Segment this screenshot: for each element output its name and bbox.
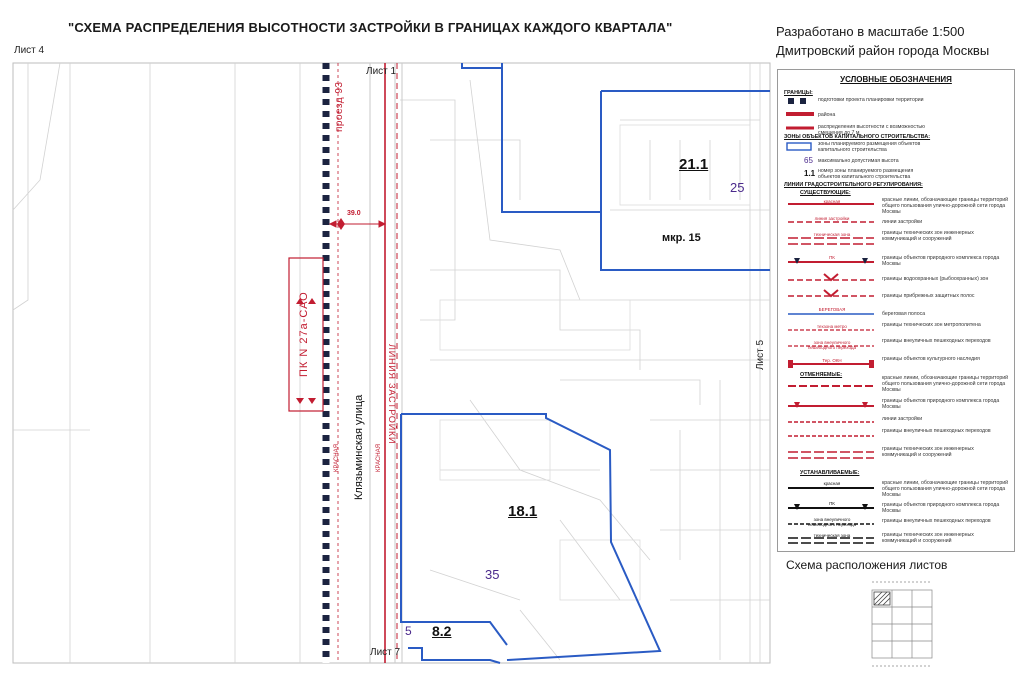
pk-ticks bbox=[296, 298, 316, 404]
zone-height-18-1: 35 bbox=[485, 567, 500, 582]
dimension-label: 39.0 bbox=[347, 210, 361, 217]
zone-height-21-1: 25 bbox=[730, 180, 745, 195]
building-footprints bbox=[439, 124, 751, 601]
legend-red-lines: красные линии, обозначающие границы терр… bbox=[882, 197, 1009, 215]
legend-section-existing: СУЩЕСТВУЮЩИЕ: bbox=[800, 190, 851, 196]
legend-symbols-established bbox=[788, 487, 874, 544]
zone-id-18-1: 18.1 bbox=[508, 503, 538, 520]
red-text-right: КРАСНАЯ bbox=[376, 444, 382, 472]
legend-tag-building: линия застройки bbox=[814, 216, 850, 221]
zone-id-8-2: 8.2 bbox=[432, 623, 452, 639]
sheet-layout-schema bbox=[871, 581, 933, 667]
red-text-left: КРАСНАЯ bbox=[334, 444, 340, 472]
legend-symbols-cancelled bbox=[788, 385, 874, 459]
pk-box bbox=[288, 257, 324, 412]
legend-section-zones: ЗОНЫ ОБЪЕКТОВ КАПИТАЛЬНОГО СТРОИТЕЛЬСТВА… bbox=[784, 134, 931, 140]
legend-symbols-borders bbox=[786, 98, 814, 130]
legend-symbol-zone bbox=[786, 142, 812, 151]
district-text: Дмитровский район города Москвы bbox=[776, 43, 990, 58]
street-label: Клязьминская улица bbox=[353, 394, 365, 500]
legend-zone-number: номер зоны планируемого размещения объек… bbox=[818, 168, 914, 180]
boundary-markers bbox=[337, 218, 345, 230]
legend-title: УСЛОВНЫЕ ОБОЗНАЧЕНИЯ bbox=[840, 75, 952, 84]
legend-height-distribution: распределения высотности с возможностью … bbox=[818, 124, 925, 136]
legend-nature: границы объектов природного комплекса го… bbox=[882, 255, 1000, 267]
zone-id-21-1: 21.1 bbox=[679, 156, 709, 173]
legend-metro: границы технических зон метрополитена bbox=[882, 322, 981, 328]
legend-cultural: границы объектов культурного наследия bbox=[882, 356, 980, 362]
red-lines bbox=[337, 63, 398, 663]
legend-section-lines: ЛИНИИ ГРАДОСТРОИТЕЛЬНОГО РЕГУЛИРОВАНИЯ: bbox=[784, 182, 923, 188]
building-line-label: ЛИНИЯ ЗАСТРОЙКИ bbox=[387, 344, 397, 445]
sheet-label-bottom: Лист 7 bbox=[370, 647, 401, 658]
zone-height-8-2: 5 bbox=[405, 624, 412, 638]
legend-max-height-num: 65 bbox=[804, 156, 813, 165]
legend-section-borders: ГРАНИЦЫ: bbox=[784, 90, 813, 96]
legend-project-border: подготовки проекта планировки территории bbox=[818, 97, 924, 103]
legend-zone-number-num: 1.1 bbox=[804, 169, 816, 178]
scale-text: Разработано в масштабе 1:500 bbox=[776, 24, 965, 39]
legend-building-lines: линии застройки bbox=[882, 219, 923, 225]
legend-engineering-3: границы технических зон инженерных комму… bbox=[882, 532, 974, 544]
legend-nature-3: границы объектов природного комплекса го… bbox=[882, 502, 1000, 514]
schema-title: Схема расположения листов bbox=[786, 558, 948, 572]
legend-pedestrian-3: границы внеуличных пешеходных переходов bbox=[882, 518, 991, 524]
legend-water: границы водоохранных (рыбоохранных) зон bbox=[882, 276, 989, 282]
legend-tag-red-2: красная bbox=[823, 481, 841, 486]
legend-tag-pk-2: ПК bbox=[829, 501, 835, 506]
legend-max-height: максимально допустимая высота bbox=[818, 158, 899, 164]
legend-panel: УСЛОВНЫЕ ОБОЗНАЧЕНИЯ ГРАНИЦЫ: подготовки… bbox=[777, 69, 1015, 552]
legend-tag-red: красная bbox=[823, 199, 841, 204]
legend-shoreline: береговая полоса bbox=[882, 311, 926, 317]
legend-shore: границы прибрежных защитных полос bbox=[882, 293, 975, 299]
legend-section-cancelled: ОТМЕНЯЕМЫЕ: bbox=[800, 372, 843, 378]
sheet-label-right: Лист 5 bbox=[755, 339, 766, 370]
legend-tag-tech: техническая зона bbox=[813, 232, 851, 237]
legend-engineering-2: границы технических зон инженерных комму… bbox=[882, 446, 974, 458]
legend-tag-metro: техзона метро bbox=[817, 324, 847, 329]
legend-tag-okn: Тер. ОКН bbox=[822, 358, 842, 363]
legend-tag-tech-2: техническая зона bbox=[813, 533, 851, 538]
micro-district-label: мкр. 15 bbox=[662, 232, 701, 244]
legend-tag-pk: ПК bbox=[829, 255, 835, 260]
legend-tag-ped-2: зона внеуличного пешеходного перехода bbox=[807, 517, 857, 527]
map-frame bbox=[12, 62, 771, 664]
map-title: "СХЕМА РАСПРЕДЕЛЕНИЯ ВЫСОТНОСТИ ЗАСТРОЙК… bbox=[68, 20, 673, 35]
legend-pedestrian-2: границы внеуличных пешеходных переходов bbox=[882, 428, 991, 434]
legend-symbols-existing bbox=[788, 203, 874, 368]
legend-red-lines-2: красные линии, обозначающие границы терр… bbox=[882, 375, 1009, 393]
legend-building-lines-2: линии застройки bbox=[882, 416, 923, 422]
pk-label: ПК N 27а-САО bbox=[298, 291, 310, 377]
legend-nature-2: границы объектов природного комплекса го… bbox=[882, 398, 1000, 410]
legend-section-established: УСТАНАВЛИВАЕМЫЕ: bbox=[800, 470, 860, 476]
legend-district-border: района bbox=[818, 112, 836, 118]
legend-red-lines-3: красные линии, обозначающие границы терр… bbox=[882, 480, 1009, 498]
scale-info: Разработано в масштабе 1:500 Дмитровский… bbox=[776, 22, 989, 60]
legend-tag-ped: зона внеуличного пешеходного перехода bbox=[807, 340, 857, 350]
legend-tag-shore: БЕРЕГОВАЯ bbox=[818, 307, 846, 312]
zone-borders bbox=[400, 63, 770, 664]
sheet-label-left: Лист 4 bbox=[14, 45, 45, 56]
sheet-label-top: Лист 1 bbox=[366, 66, 397, 77]
legend-engineering: границы технических зон инженерных комму… bbox=[882, 230, 974, 242]
passage-label: проезд 93 bbox=[334, 81, 345, 132]
current-sheet-hatch bbox=[873, 591, 891, 606]
legend-zone-placement: зоны планируемого размещения объектов ка… bbox=[818, 141, 921, 153]
legend-pedestrian: границы внеуличных пешеходных переходов bbox=[882, 338, 991, 344]
